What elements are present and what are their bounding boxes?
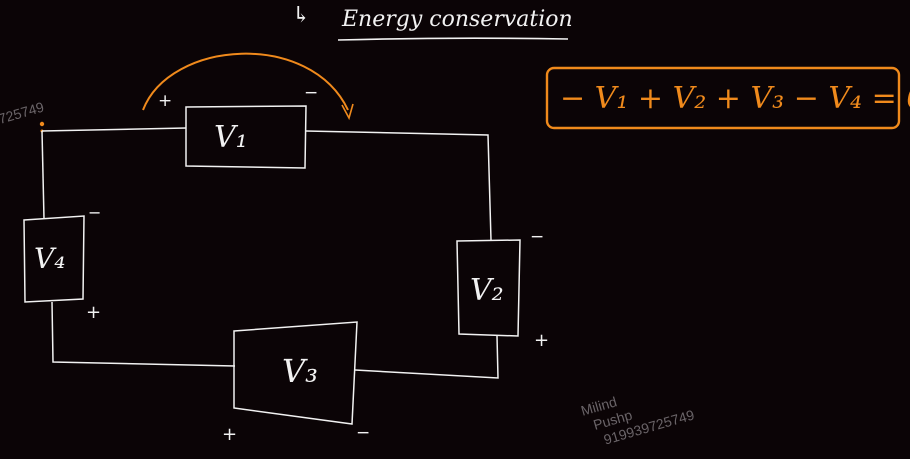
arrowhead-icon	[341, 103, 354, 121]
start-dot	[39, 121, 45, 127]
wire-left-bottom	[51, 301, 236, 367]
v2-label: V₂	[470, 273, 504, 308]
v2-box	[456, 239, 521, 337]
v4-plus: +	[86, 302, 101, 323]
watermark-edge-fragment: 725749	[0, 99, 46, 127]
v1-minus: −	[304, 83, 318, 103]
heading-arrow-icon: ↳	[292, 3, 310, 28]
wire-top-left	[41, 127, 187, 132]
v2-plus: +	[534, 330, 549, 351]
component-v1: V₁ + −	[158, 83, 318, 169]
equation-text: − V₁ + V₂ + V₃ − V₄ = 0	[560, 81, 910, 116]
wire-left-top	[41, 130, 45, 220]
equation-border	[545, 66, 901, 130]
component-v3: V₃ + −	[222, 321, 370, 445]
v4-label: V₄	[34, 242, 65, 275]
v1-box	[185, 105, 307, 169]
component-v4: V₄ − +	[23, 203, 101, 323]
heading: ↳ Energy conservation	[292, 3, 573, 41]
watermark: 725749 Milind Pushp 919939725749	[0, 99, 696, 448]
circuit-wires	[41, 127, 499, 379]
equation-box: − V₁ + V₂ + V₃ − V₄ = 0	[545, 66, 910, 130]
v3-plus: +	[222, 424, 237, 445]
heading-underline	[337, 37, 569, 41]
v1-plus: +	[158, 91, 172, 111]
v2-minus: −	[530, 227, 544, 247]
v3-minus: −	[356, 423, 370, 443]
v3-label: V₃	[282, 352, 318, 390]
v3-box	[233, 321, 358, 425]
heading-text: Energy conservation	[341, 7, 573, 32]
wire-bottom-right	[354, 335, 499, 379]
v1-label: V₁	[214, 120, 248, 155]
component-v2: V₂ − +	[456, 227, 549, 351]
v4-box	[23, 215, 85, 303]
wire-top-right	[305, 130, 492, 241]
watermark-block: Milind Pushp 919939725749	[579, 393, 696, 447]
traversal-arc	[142, 52, 349, 111]
v4-minus: −	[88, 203, 101, 222]
